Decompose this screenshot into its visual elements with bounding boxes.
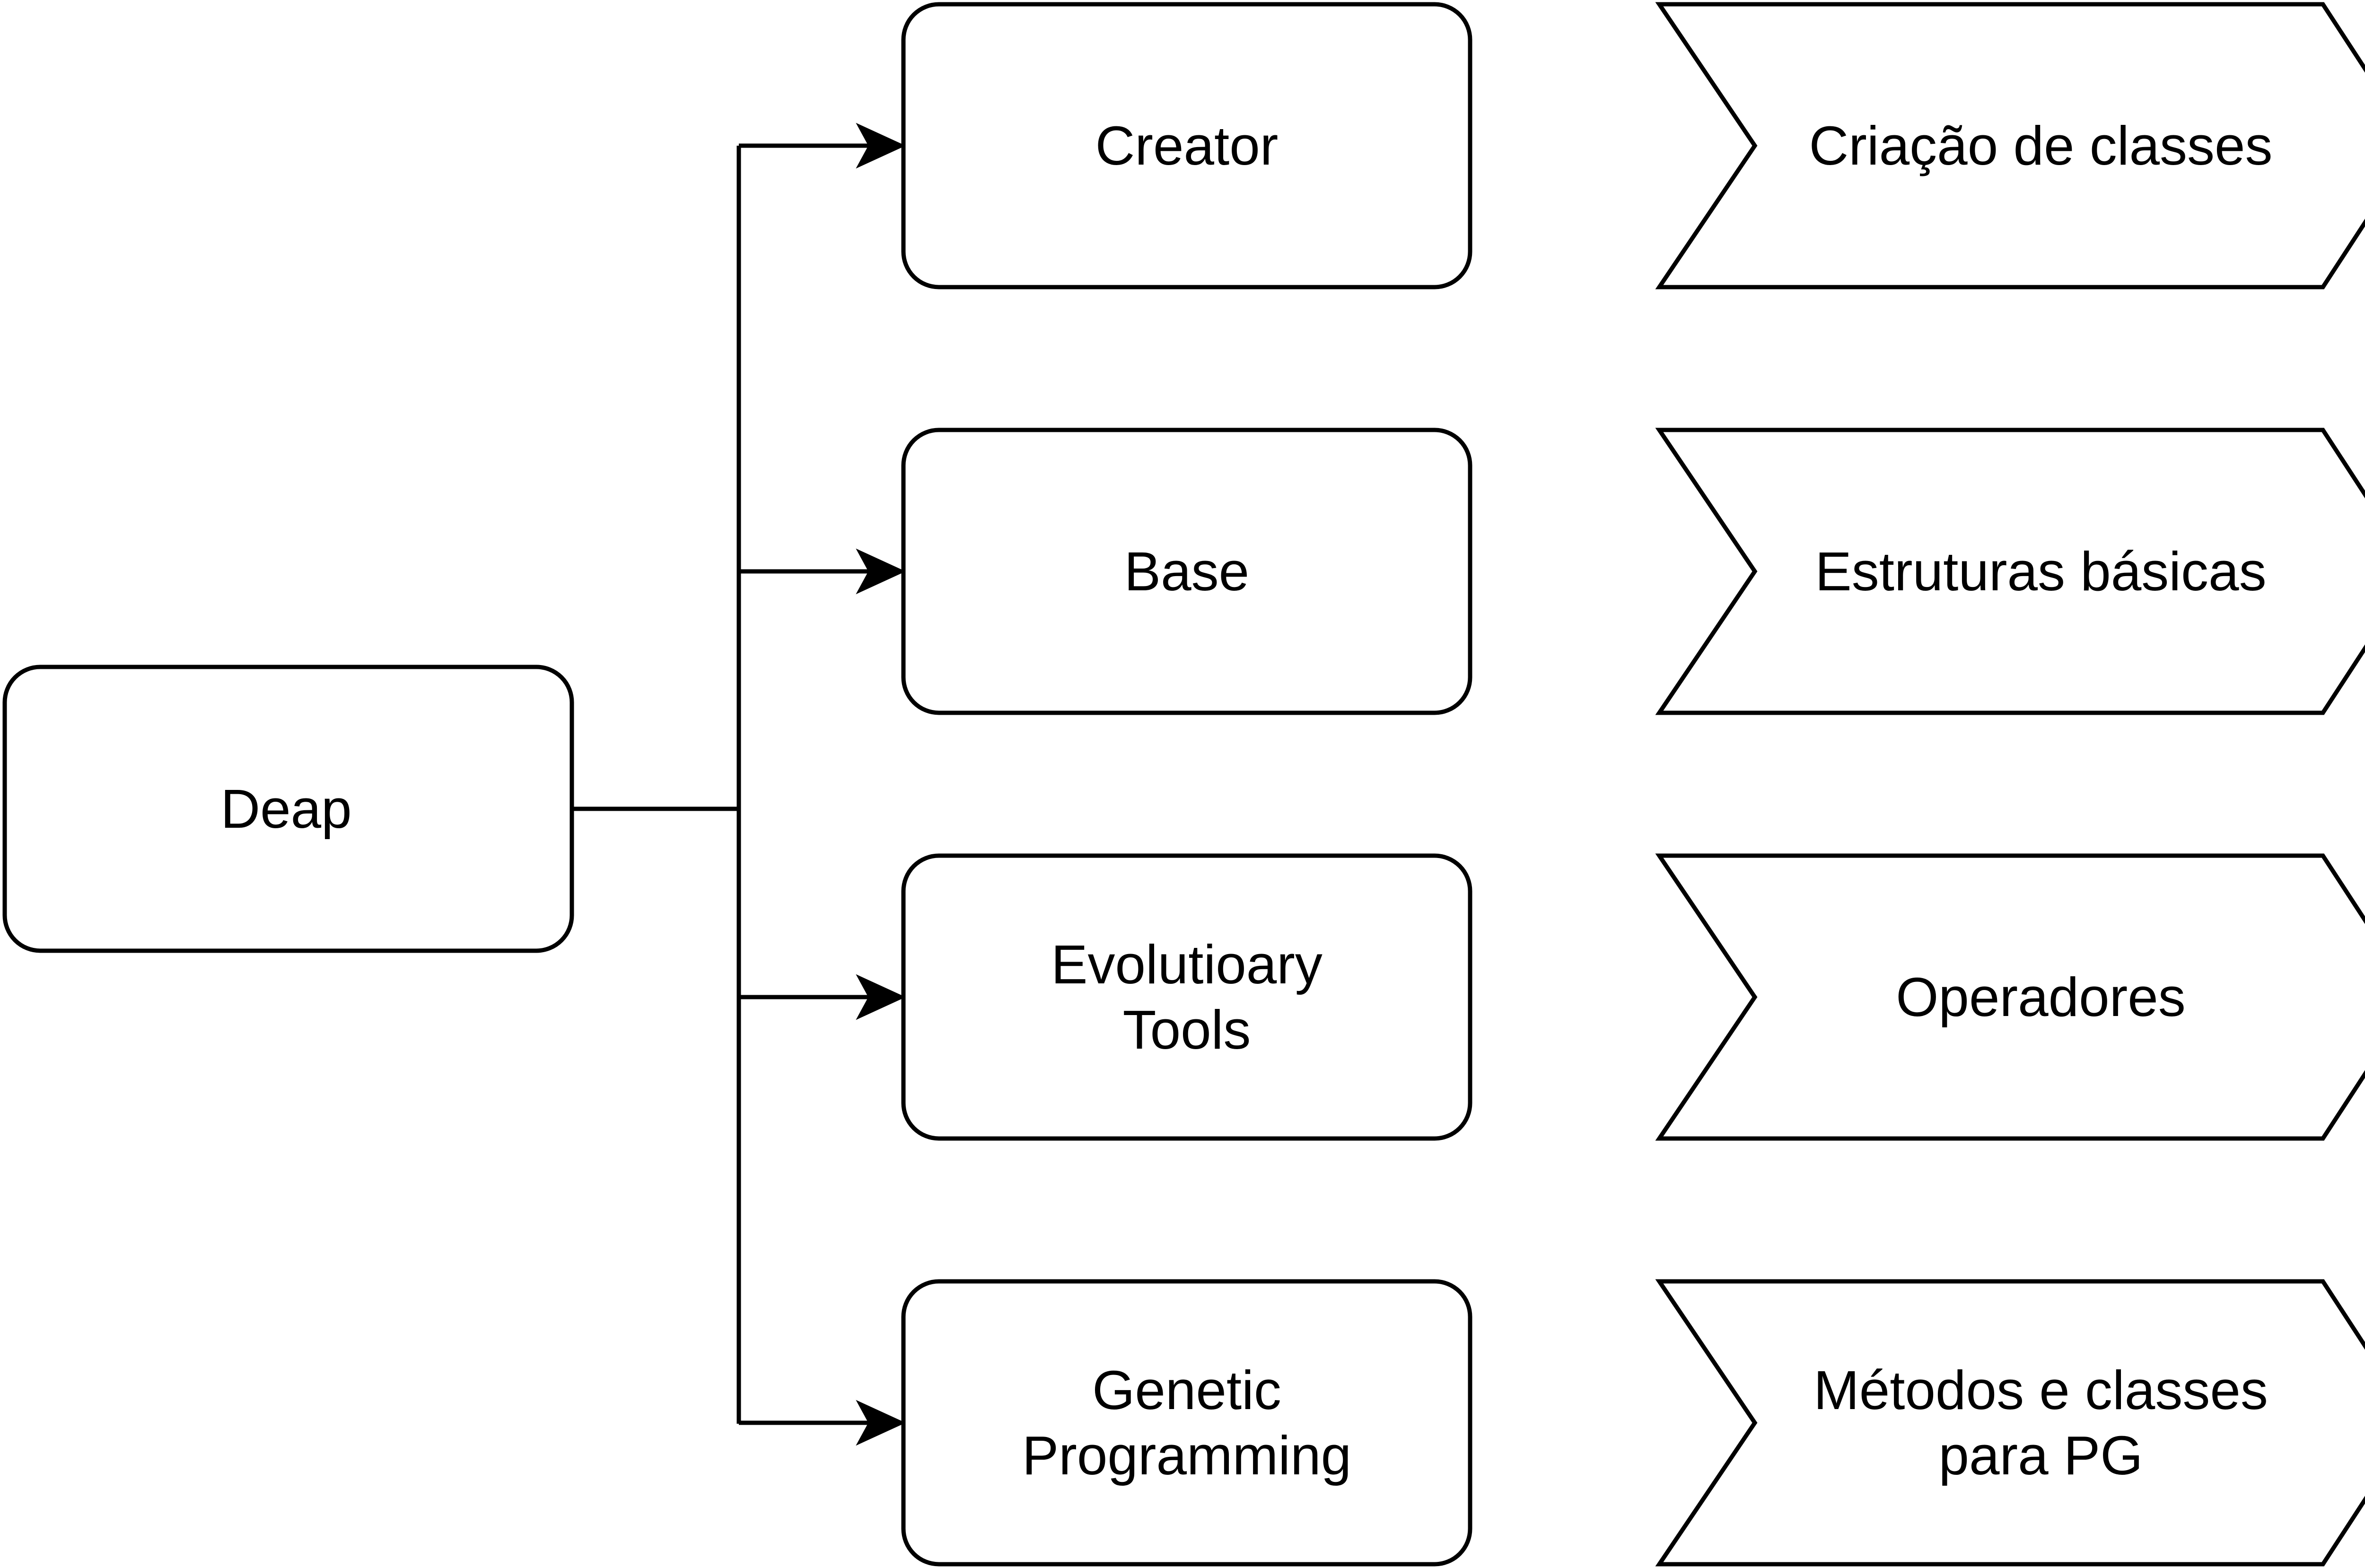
description-arrow-shape: [1655, 853, 2365, 1141]
arrowhead-icon: [856, 548, 906, 595]
branch-connector: [739, 974, 906, 1020]
branch-connectors: [739, 123, 906, 1446]
description-arrow-label-line: Operadores: [1896, 966, 2186, 1028]
module-node-box: [901, 2, 1472, 289]
arrowhead-icon: [856, 974, 906, 1020]
root-node-label-line: Deap: [220, 778, 351, 840]
description-arrow-label: Estruturas básicas: [1815, 541, 2266, 602]
module-node-label-line: Genetic: [1092, 1359, 1281, 1421]
module-node-label: Base: [1124, 541, 1249, 602]
module-node-label: Creator: [1095, 115, 1279, 176]
module-node: Creator: [901, 2, 1472, 289]
arrowhead-icon: [856, 1400, 906, 1446]
module-node-label-line: Programming: [1022, 1425, 1351, 1486]
module-node-label-line: Base: [1124, 541, 1249, 602]
description-arrow-label-line: Criação de classes: [1809, 115, 2273, 176]
arrowhead-icon: [856, 123, 906, 169]
description-arrow-label-line: para PG: [1939, 1425, 2143, 1486]
connectors: [572, 123, 906, 1446]
module-node-label-line: Creator: [1095, 115, 1279, 176]
description-arrow-label-line: Estruturas básicas: [1815, 541, 2266, 602]
description-arrow: Estruturas básicas: [1655, 428, 2365, 715]
branch-connector: [739, 123, 906, 169]
description-arrow-label: Operadores: [1896, 966, 2186, 1028]
description-arrow-shape: [1655, 1279, 2365, 1567]
module-node-label-line: Evolutioary: [1051, 934, 1323, 995]
root-node-label: Deap: [220, 778, 351, 840]
module-node-box: [901, 853, 1472, 1141]
description-arrow-label-line: Métodos e classes: [1813, 1359, 2268, 1421]
description-arrow: Criação de classes: [1655, 2, 2365, 289]
module-node-label-line: Tools: [1123, 999, 1251, 1060]
branch-connector: [739, 548, 906, 595]
description-arrow-shape: [1655, 428, 2365, 715]
description-arrow-label: Criação de classes: [1809, 115, 2273, 176]
module-node: Base: [901, 428, 1472, 715]
module-node-box: [901, 428, 1472, 715]
branch-connector: [739, 1400, 906, 1446]
module-node-box: [901, 1279, 1472, 1567]
description-arrow: Operadores: [1655, 853, 2365, 1141]
root-node: Deap: [2, 665, 574, 953]
description-arrow-shape: [1655, 2, 2365, 289]
